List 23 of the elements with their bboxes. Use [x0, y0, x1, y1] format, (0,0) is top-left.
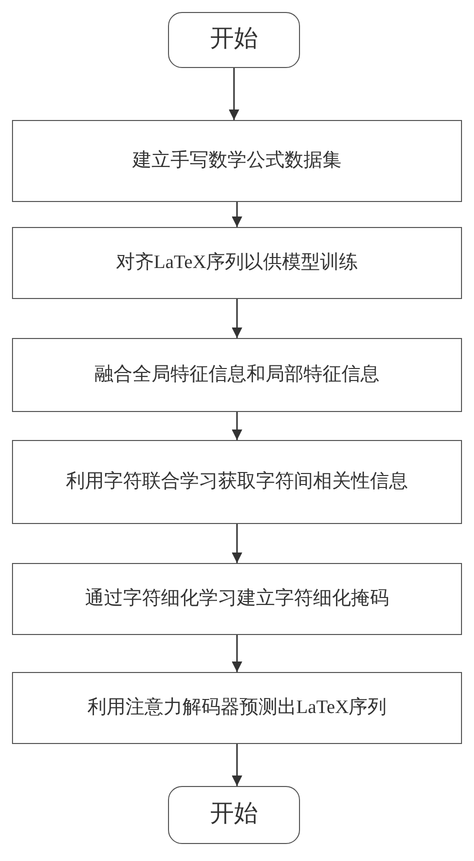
process-box	[12, 227, 462, 299]
process-box	[12, 338, 462, 412]
box-label: 通过字符细化学习建立字符细化掩码	[85, 586, 389, 611]
process-box	[12, 672, 462, 744]
box-label: 开始	[210, 25, 258, 54]
arrow	[232, 635, 242, 672]
box-label: 融合全局特征信息和局部特征信息	[94, 362, 380, 387]
box-label: 开始	[210, 800, 258, 830]
box-label: 利用注意力解码器预测出LaTeX序列	[87, 696, 387, 720]
arrow	[232, 299, 242, 338]
arrow	[232, 202, 242, 227]
arrow	[228, 68, 240, 120]
arrow	[232, 744, 242, 786]
terminal-box	[168, 12, 300, 68]
box-label: 对齐LaTeX序列以供模型训练	[116, 250, 358, 275]
terminal-box	[168, 786, 300, 844]
process-box	[12, 440, 462, 524]
arrow	[232, 524, 242, 563]
process-box	[12, 120, 462, 202]
box-label: 利用字符联合学习获取字符间相关性信息	[66, 470, 408, 494]
box-label: 建立手写数学公式数据集	[132, 148, 342, 173]
arrow	[232, 412, 242, 440]
process-box	[12, 563, 462, 635]
